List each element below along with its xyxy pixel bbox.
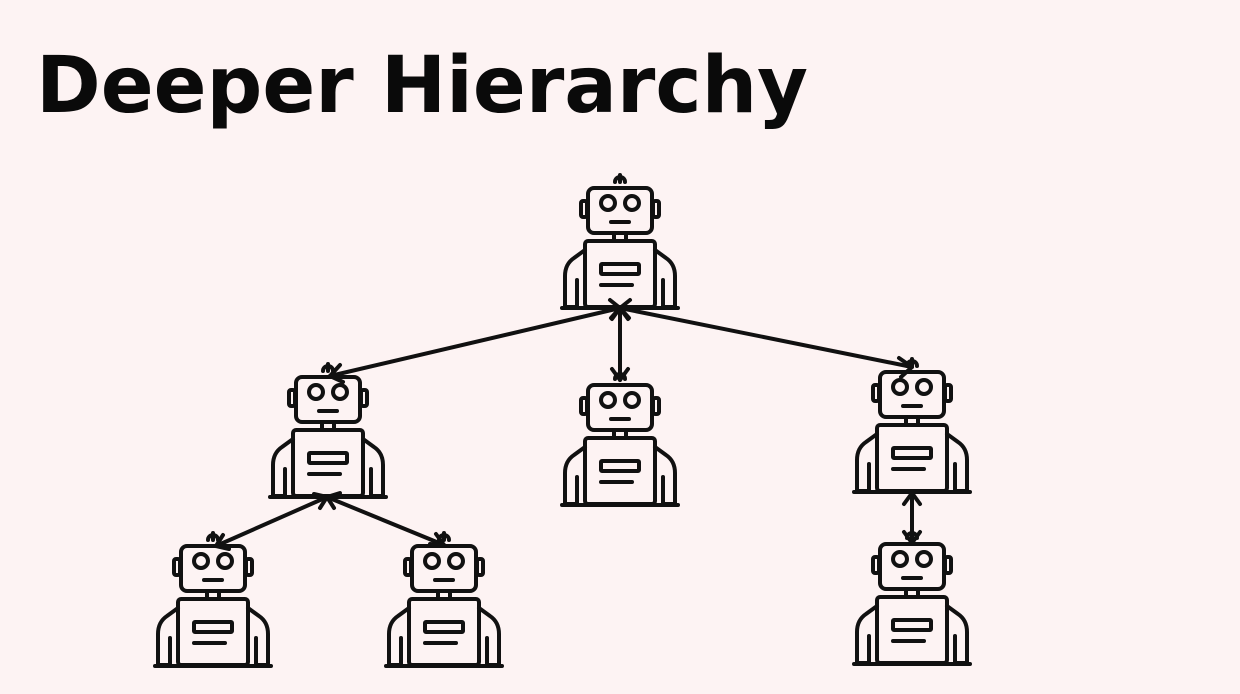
edge-root-mid-left: [328, 298, 622, 384]
robot-icon: [560, 173, 680, 310]
edge-mid-left-leaf-left-1: [214, 492, 329, 551]
robot-icon: [153, 531, 273, 668]
slide-title: Deeper Hierarchy: [36, 41, 809, 131]
robot-icon: [268, 362, 388, 499]
robot-icon: [852, 357, 972, 494]
edge-root-mid-center: [610, 306, 630, 382]
edge-mid-left-leaf-left-2: [325, 491, 446, 547]
robot-icon: [560, 370, 680, 507]
robot-icon: [852, 529, 972, 666]
edge-root-mid-right: [618, 298, 914, 379]
robot-icon: [384, 531, 504, 668]
